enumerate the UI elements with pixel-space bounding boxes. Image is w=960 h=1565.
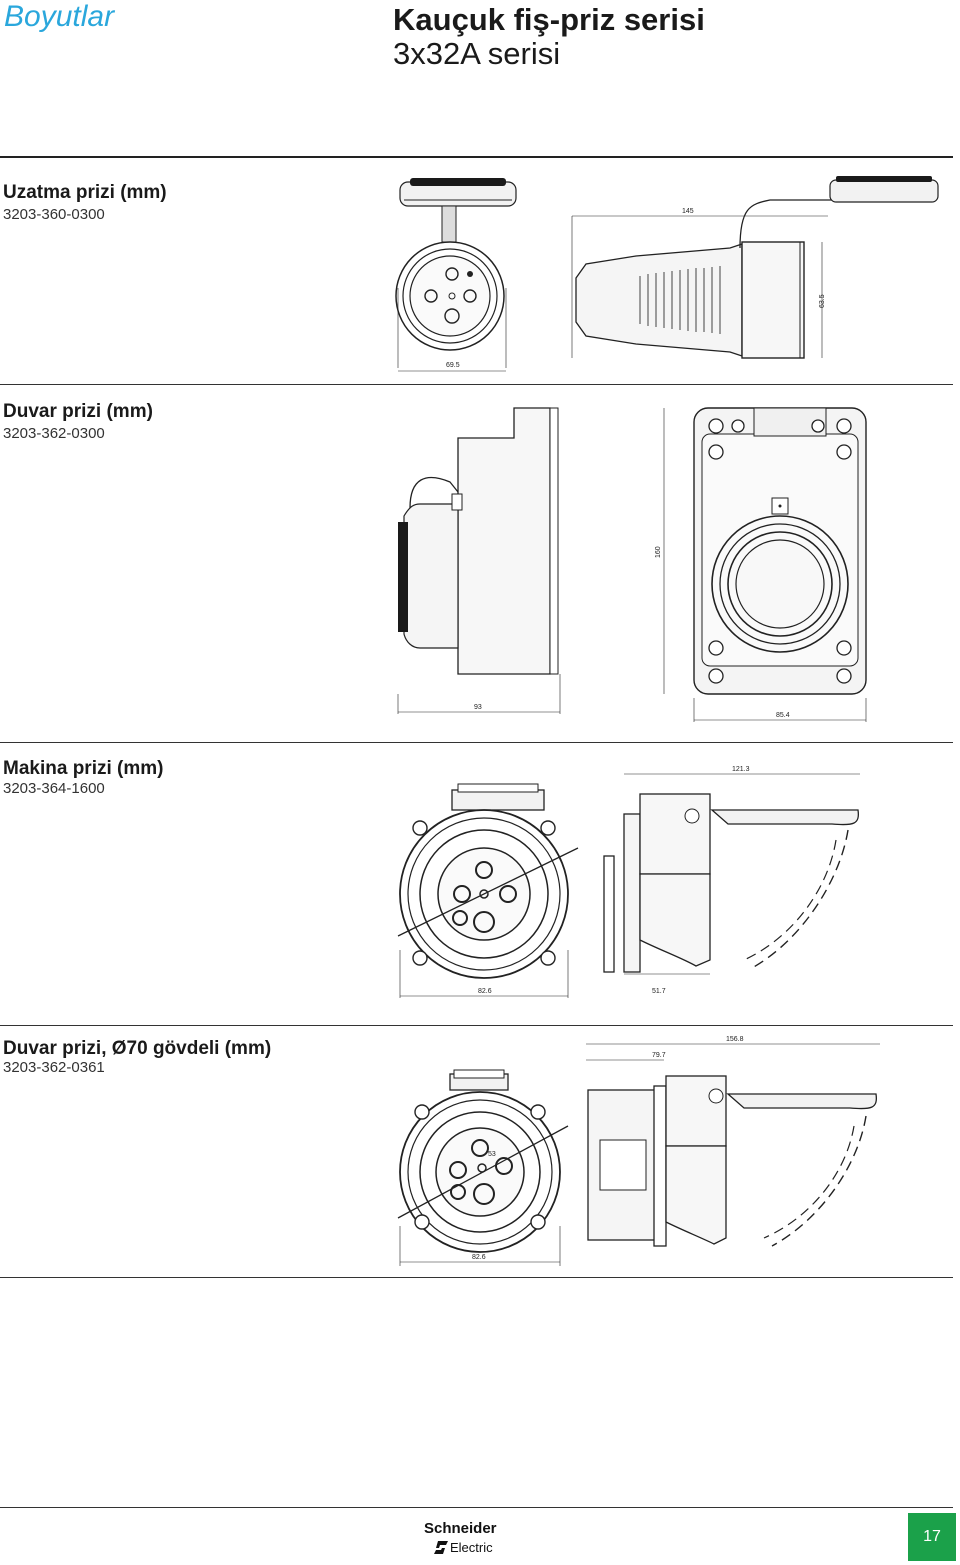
dimension-label: 69.5 — [446, 362, 460, 369]
section-divider — [0, 742, 953, 743]
dimension-label: 51.7 — [652, 988, 666, 995]
dimension-label: 63.5 — [819, 294, 826, 308]
dimension-label: 93 — [474, 704, 482, 711]
section-divider — [0, 384, 953, 385]
product-code: 3203-362-0361 — [3, 1059, 105, 1076]
dimension-label: 82.6 — [472, 1254, 486, 1261]
wall-socket-drawing: 93 160 85.4 — [397, 407, 867, 722]
section-title: Makina prizi (mm) — [3, 758, 164, 779]
extension-socket-drawing: 69.5 145 63.5 — [395, 176, 939, 372]
wall-socket-70-drawing: 53 82.6 156.8 79.7 — [397, 1036, 880, 1266]
section-title: Duvar prizi (mm) — [3, 401, 153, 422]
page-title: Kauçuk fiş-priz serisi — [393, 2, 705, 37]
brand-name: Electric — [450, 1540, 493, 1555]
panel-socket-drawing: 82.6 121.3 51.7 — [397, 766, 860, 998]
dimension-label: 79.7 — [652, 1052, 666, 1059]
dimension-label: 145 — [682, 208, 694, 215]
product-code: 3203-364-1600 — [3, 780, 105, 797]
page-number: 17 — [908, 1513, 956, 1561]
section-divider — [0, 1025, 953, 1026]
section-divider — [0, 156, 953, 158]
section-tag: Boyutlar — [4, 0, 115, 33]
product-code: 3203-360-0300 — [3, 206, 105, 223]
footer-divider — [0, 1507, 953, 1508]
section-title: Duvar prizi, Ø70 gövdeli (mm) — [3, 1038, 272, 1059]
dimension-label: 82.6 — [478, 988, 492, 995]
section-divider — [0, 1277, 953, 1278]
dimension-label: 121.3 — [732, 766, 750, 773]
schneider-electric-logo: Schneider Electric — [424, 1520, 497, 1555]
dimension-label: 160 — [655, 546, 662, 558]
page-subtitle: 3x32A serisi — [393, 36, 561, 71]
brand-name: Schneider — [424, 1520, 497, 1537]
section-title: Uzatma prizi (mm) — [3, 182, 167, 203]
dimension-label: 85.4 — [776, 712, 790, 719]
product-code: 3203-362-0300 — [3, 425, 105, 442]
dimension-label: 156.8 — [726, 1036, 744, 1043]
dimension-label: 53 — [488, 1151, 496, 1158]
